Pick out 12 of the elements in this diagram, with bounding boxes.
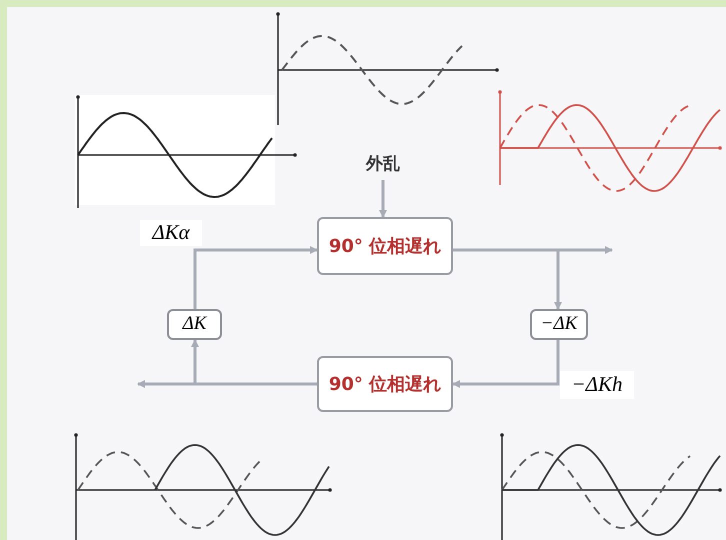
gain-block: −ΔK <box>530 309 588 340</box>
arrow <box>191 339 317 386</box>
phase-lag-block: 90° 位相遅れ <box>317 217 453 275</box>
phase-lag-block: 90° 位相遅れ <box>317 356 453 412</box>
arrow <box>379 180 387 218</box>
signal-label: ΔKα <box>140 220 202 246</box>
arrow <box>452 340 560 388</box>
arrow <box>194 246 318 309</box>
signal-label: −ΔKh <box>560 371 634 399</box>
gain-block: ΔK <box>167 309 222 340</box>
arrow <box>453 248 562 310</box>
input-label: 外乱 <box>358 152 408 178</box>
